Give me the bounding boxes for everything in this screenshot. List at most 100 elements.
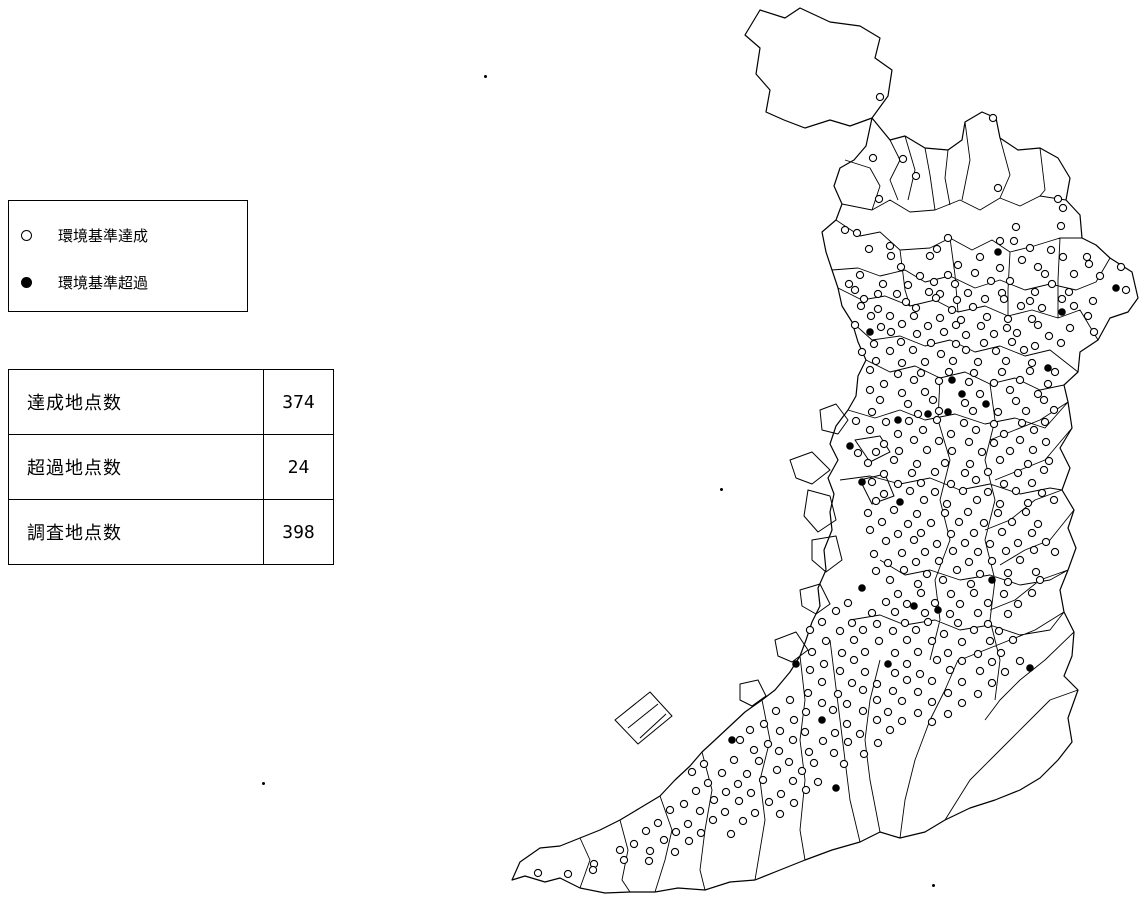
achieved-point bbox=[939, 327, 949, 337]
achieved-point bbox=[943, 648, 953, 658]
achieved-point bbox=[915, 669, 925, 679]
achieved-point bbox=[909, 375, 919, 385]
achieved-point bbox=[993, 407, 1003, 417]
achieved-point bbox=[930, 598, 940, 608]
achieved-point bbox=[905, 486, 915, 496]
achieved-point bbox=[945, 665, 955, 675]
achieved-point bbox=[889, 505, 899, 515]
achieved-point bbox=[881, 417, 891, 427]
achieved-point bbox=[983, 467, 993, 477]
achieved-point bbox=[957, 698, 967, 708]
achieved-point bbox=[849, 635, 859, 645]
achieved-points bbox=[533, 92, 1131, 879]
achieved-point bbox=[866, 311, 876, 321]
achieved-point bbox=[976, 321, 986, 331]
achieved-point bbox=[1009, 236, 1019, 246]
achieved-point bbox=[989, 329, 999, 339]
achieved-point bbox=[995, 263, 1005, 273]
achieved-point bbox=[1049, 405, 1059, 415]
achieved-point bbox=[934, 556, 944, 566]
achieved-point bbox=[948, 356, 958, 366]
achieved-point bbox=[788, 735, 798, 745]
achieved-point bbox=[958, 486, 968, 496]
exceeded-point bbox=[944, 408, 952, 416]
achieved-point bbox=[964, 557, 974, 567]
achieved-point bbox=[1047, 279, 1057, 289]
achieved-point bbox=[869, 549, 879, 559]
achieved-point bbox=[946, 429, 956, 439]
achieved-point bbox=[764, 797, 774, 807]
achieved-point bbox=[1037, 303, 1047, 313]
achieved-point bbox=[925, 251, 935, 261]
achieved-point bbox=[897, 716, 907, 726]
achieved-point bbox=[829, 748, 839, 758]
achieved-point bbox=[817, 677, 827, 687]
achieved-point bbox=[1027, 528, 1037, 538]
exceeded-point bbox=[792, 660, 800, 668]
achieved-point bbox=[863, 508, 873, 518]
achieved-point bbox=[1012, 328, 1022, 338]
achieved-point bbox=[997, 367, 1007, 377]
achieved-point bbox=[1003, 568, 1013, 578]
achieved-point bbox=[1082, 252, 1092, 262]
achieved-point bbox=[670, 847, 680, 857]
achieved-point bbox=[1095, 271, 1105, 281]
achieved-point bbox=[850, 285, 860, 295]
achieved-point bbox=[973, 649, 983, 659]
achieved-point bbox=[999, 589, 1009, 599]
achieved-point bbox=[957, 656, 967, 666]
achieved-point bbox=[920, 357, 930, 367]
achieved-point bbox=[849, 655, 859, 665]
achieved-point bbox=[944, 367, 954, 377]
achieved-point bbox=[858, 625, 868, 635]
achieved-point bbox=[902, 659, 912, 669]
achieved-point bbox=[863, 458, 873, 468]
achieved-point bbox=[1050, 547, 1060, 557]
achieved-point bbox=[913, 647, 923, 657]
achieved-point bbox=[924, 287, 934, 297]
achieved-point bbox=[837, 648, 847, 658]
stat-value: 24 bbox=[263, 434, 334, 500]
achieved-point bbox=[563, 869, 573, 879]
achieved-point bbox=[1030, 287, 1040, 297]
achieved-point bbox=[788, 776, 798, 786]
achieved-point bbox=[946, 479, 956, 489]
exceeded-point bbox=[858, 584, 866, 592]
achieved-point bbox=[775, 726, 785, 736]
exceeded-point bbox=[884, 660, 892, 668]
achieved-point bbox=[995, 236, 1005, 246]
achieved-point bbox=[961, 330, 971, 340]
achieved-point bbox=[909, 311, 919, 321]
achieved-point bbox=[961, 345, 971, 355]
achieved-point bbox=[1023, 498, 1033, 508]
achieved-point bbox=[588, 865, 598, 875]
achieved-point bbox=[789, 798, 799, 808]
achieved-point bbox=[987, 678, 997, 688]
achieved-point bbox=[877, 517, 887, 527]
achieved-point bbox=[1046, 245, 1056, 255]
exceeded-point bbox=[1044, 364, 1052, 372]
achieved-point bbox=[899, 565, 909, 575]
exceeded-point bbox=[924, 410, 932, 418]
achieved-point bbox=[883, 558, 893, 568]
achieved-point bbox=[875, 395, 885, 405]
achieved-point bbox=[615, 845, 625, 855]
achieved-point bbox=[721, 787, 731, 797]
achieved-point bbox=[923, 321, 933, 331]
achieved-point bbox=[871, 447, 881, 457]
achieved-point bbox=[819, 659, 829, 669]
achieved-point bbox=[1027, 314, 1037, 324]
achieved-point bbox=[1005, 385, 1015, 395]
achieved-point bbox=[897, 696, 907, 706]
achieved-point bbox=[830, 728, 840, 738]
achieved-point bbox=[922, 569, 932, 579]
achieved-point bbox=[968, 302, 978, 312]
legend-label-achieved: 環境基準達成 bbox=[58, 227, 149, 245]
achieved-point bbox=[696, 828, 706, 838]
achieved-point bbox=[1015, 656, 1025, 666]
achieved-point bbox=[946, 589, 956, 599]
achieved-point bbox=[957, 637, 967, 647]
achieved-point bbox=[1083, 311, 1093, 321]
achieved-point bbox=[835, 626, 845, 636]
achieved-point bbox=[1002, 323, 1012, 333]
